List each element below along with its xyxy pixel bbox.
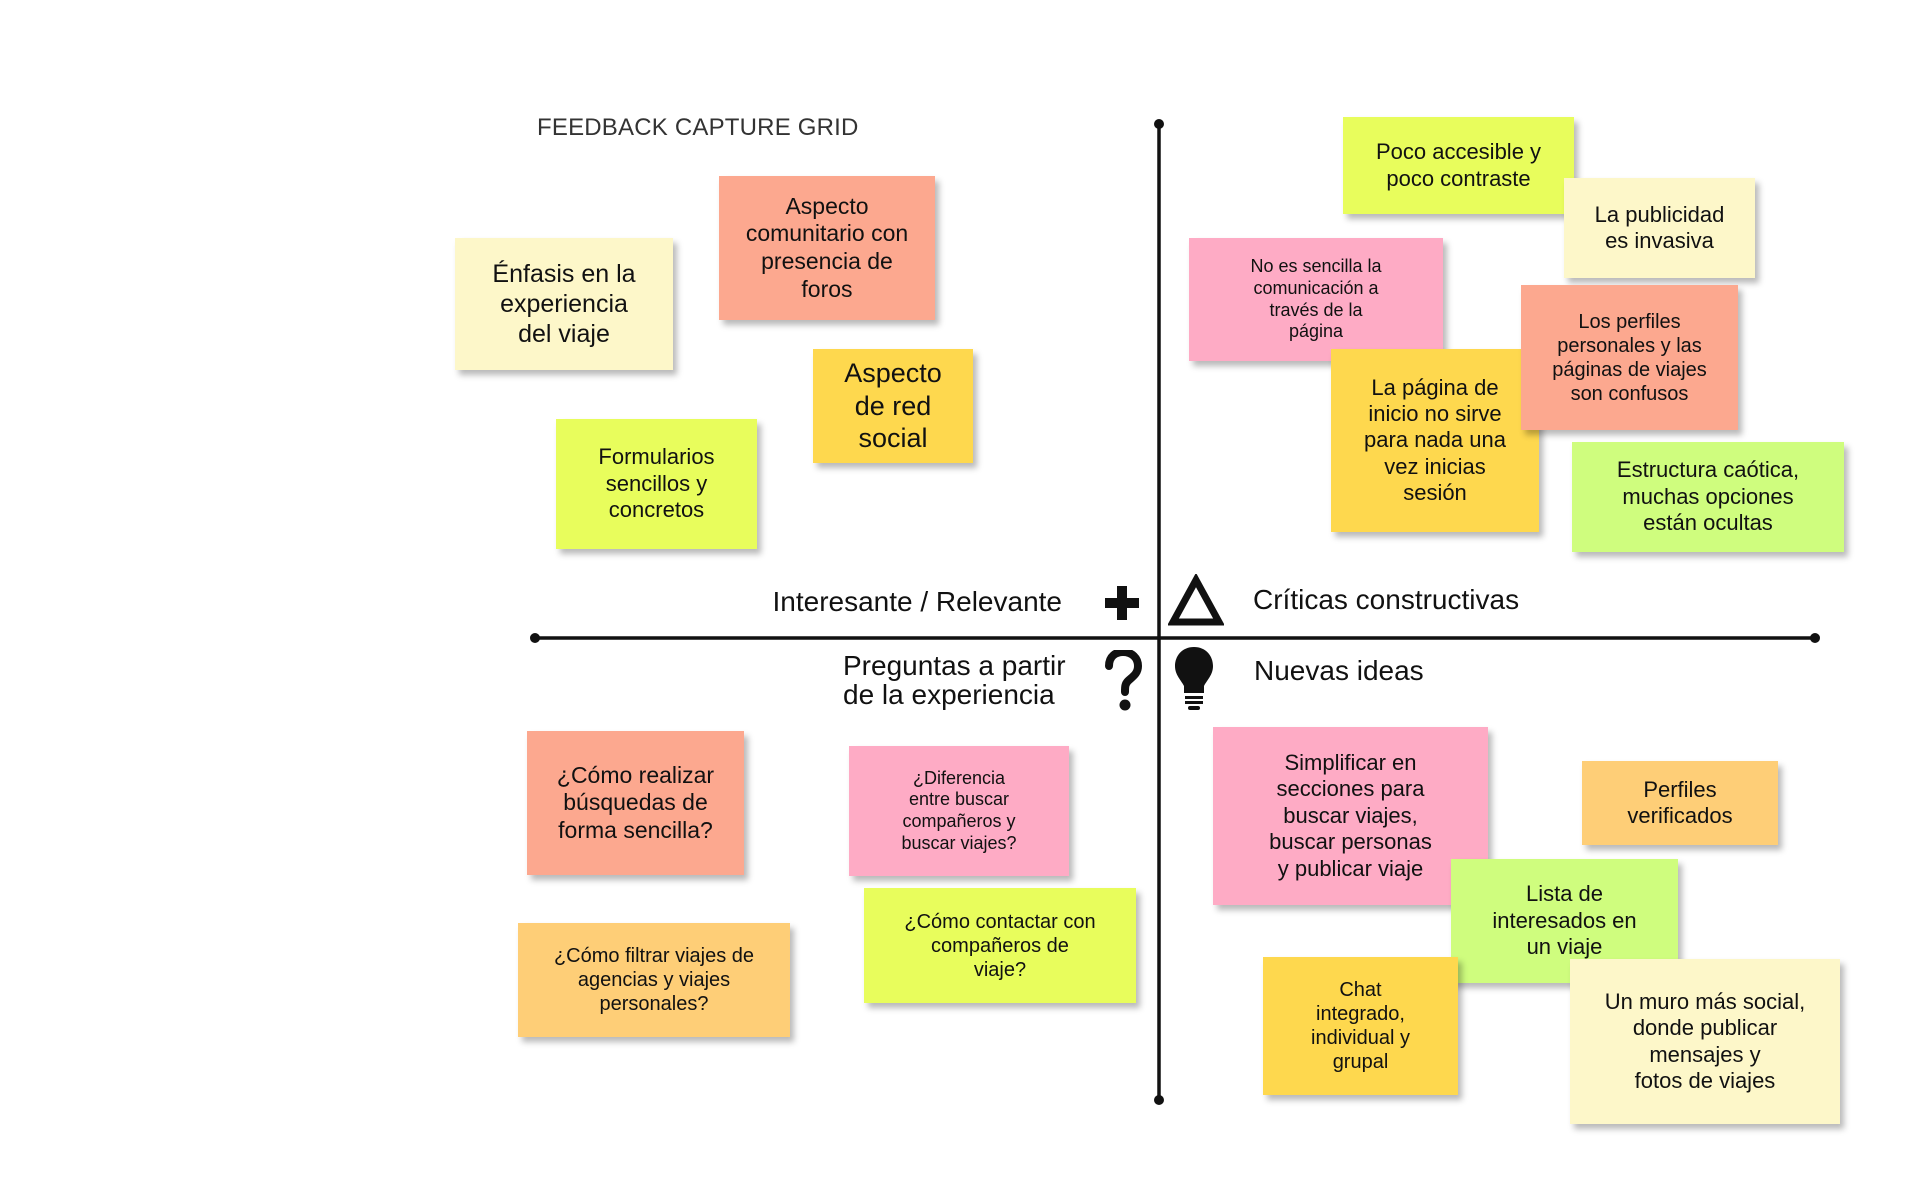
sticky-note: Poco accesible y poco contraste [1343,117,1574,214]
sticky-note: ¿Diferencia entre buscar compañeros y bu… [849,746,1069,876]
sticky-note: ¿Cómo contactar con compañeros de viaje? [864,888,1136,1003]
sticky-note: Aspecto de red social [813,349,973,463]
quadrant-label-questions: Preguntas a partir de la experiencia [843,650,1066,710]
grid-title: FEEDBACK CAPTURE GRID [537,114,859,141]
sticky-note: Simplificar en secciones para buscar via… [1213,727,1488,905]
sticky-note: Énfasis en la experiencia del viaje [455,238,673,370]
quadrant-label-positive: Interesante / Relevante [772,586,1062,617]
plus-icon [1105,586,1139,620]
quadrant-label-ideas: Nuevas ideas [1254,655,1424,686]
sticky-note: Aspecto comunitario con presencia de for… [719,176,935,320]
sticky-note: Los perfiles personales y las páginas de… [1521,285,1738,430]
sticky-note: Un muro más social, donde publicar mensa… [1570,959,1840,1124]
delta-triangle-icon [1168,574,1224,626]
sticky-note: Estructura caótica, muchas opciones está… [1572,442,1844,552]
sticky-note: ¿Cómo filtrar viajes de agencias y viaje… [518,923,790,1037]
vertical-axis-top-dot [1154,119,1164,129]
sticky-note: Formularios sencillos y concretos [556,419,757,549]
sticky-note: La publicidad es invasiva [1564,178,1755,278]
quadrant-label-critique: Críticas constructivas [1253,584,1520,615]
vertical-axis-bottom-dot [1154,1095,1164,1105]
sticky-note: Perfiles verificados [1582,761,1778,845]
sticky-note: No es sencilla la comunicación a través … [1189,238,1443,361]
horizontal-axis-left-dot [530,633,540,643]
lightbulb-icon [1175,647,1213,710]
question-mark-icon [1105,650,1143,711]
sticky-note: Chat integrado, individual y grupal [1263,957,1458,1095]
sticky-note: ¿Cómo realizar búsquedas de forma sencil… [527,731,744,875]
sticky-note: La página de inicio no sirve para nada u… [1331,349,1539,532]
horizontal-axis-right-dot [1810,633,1820,643]
